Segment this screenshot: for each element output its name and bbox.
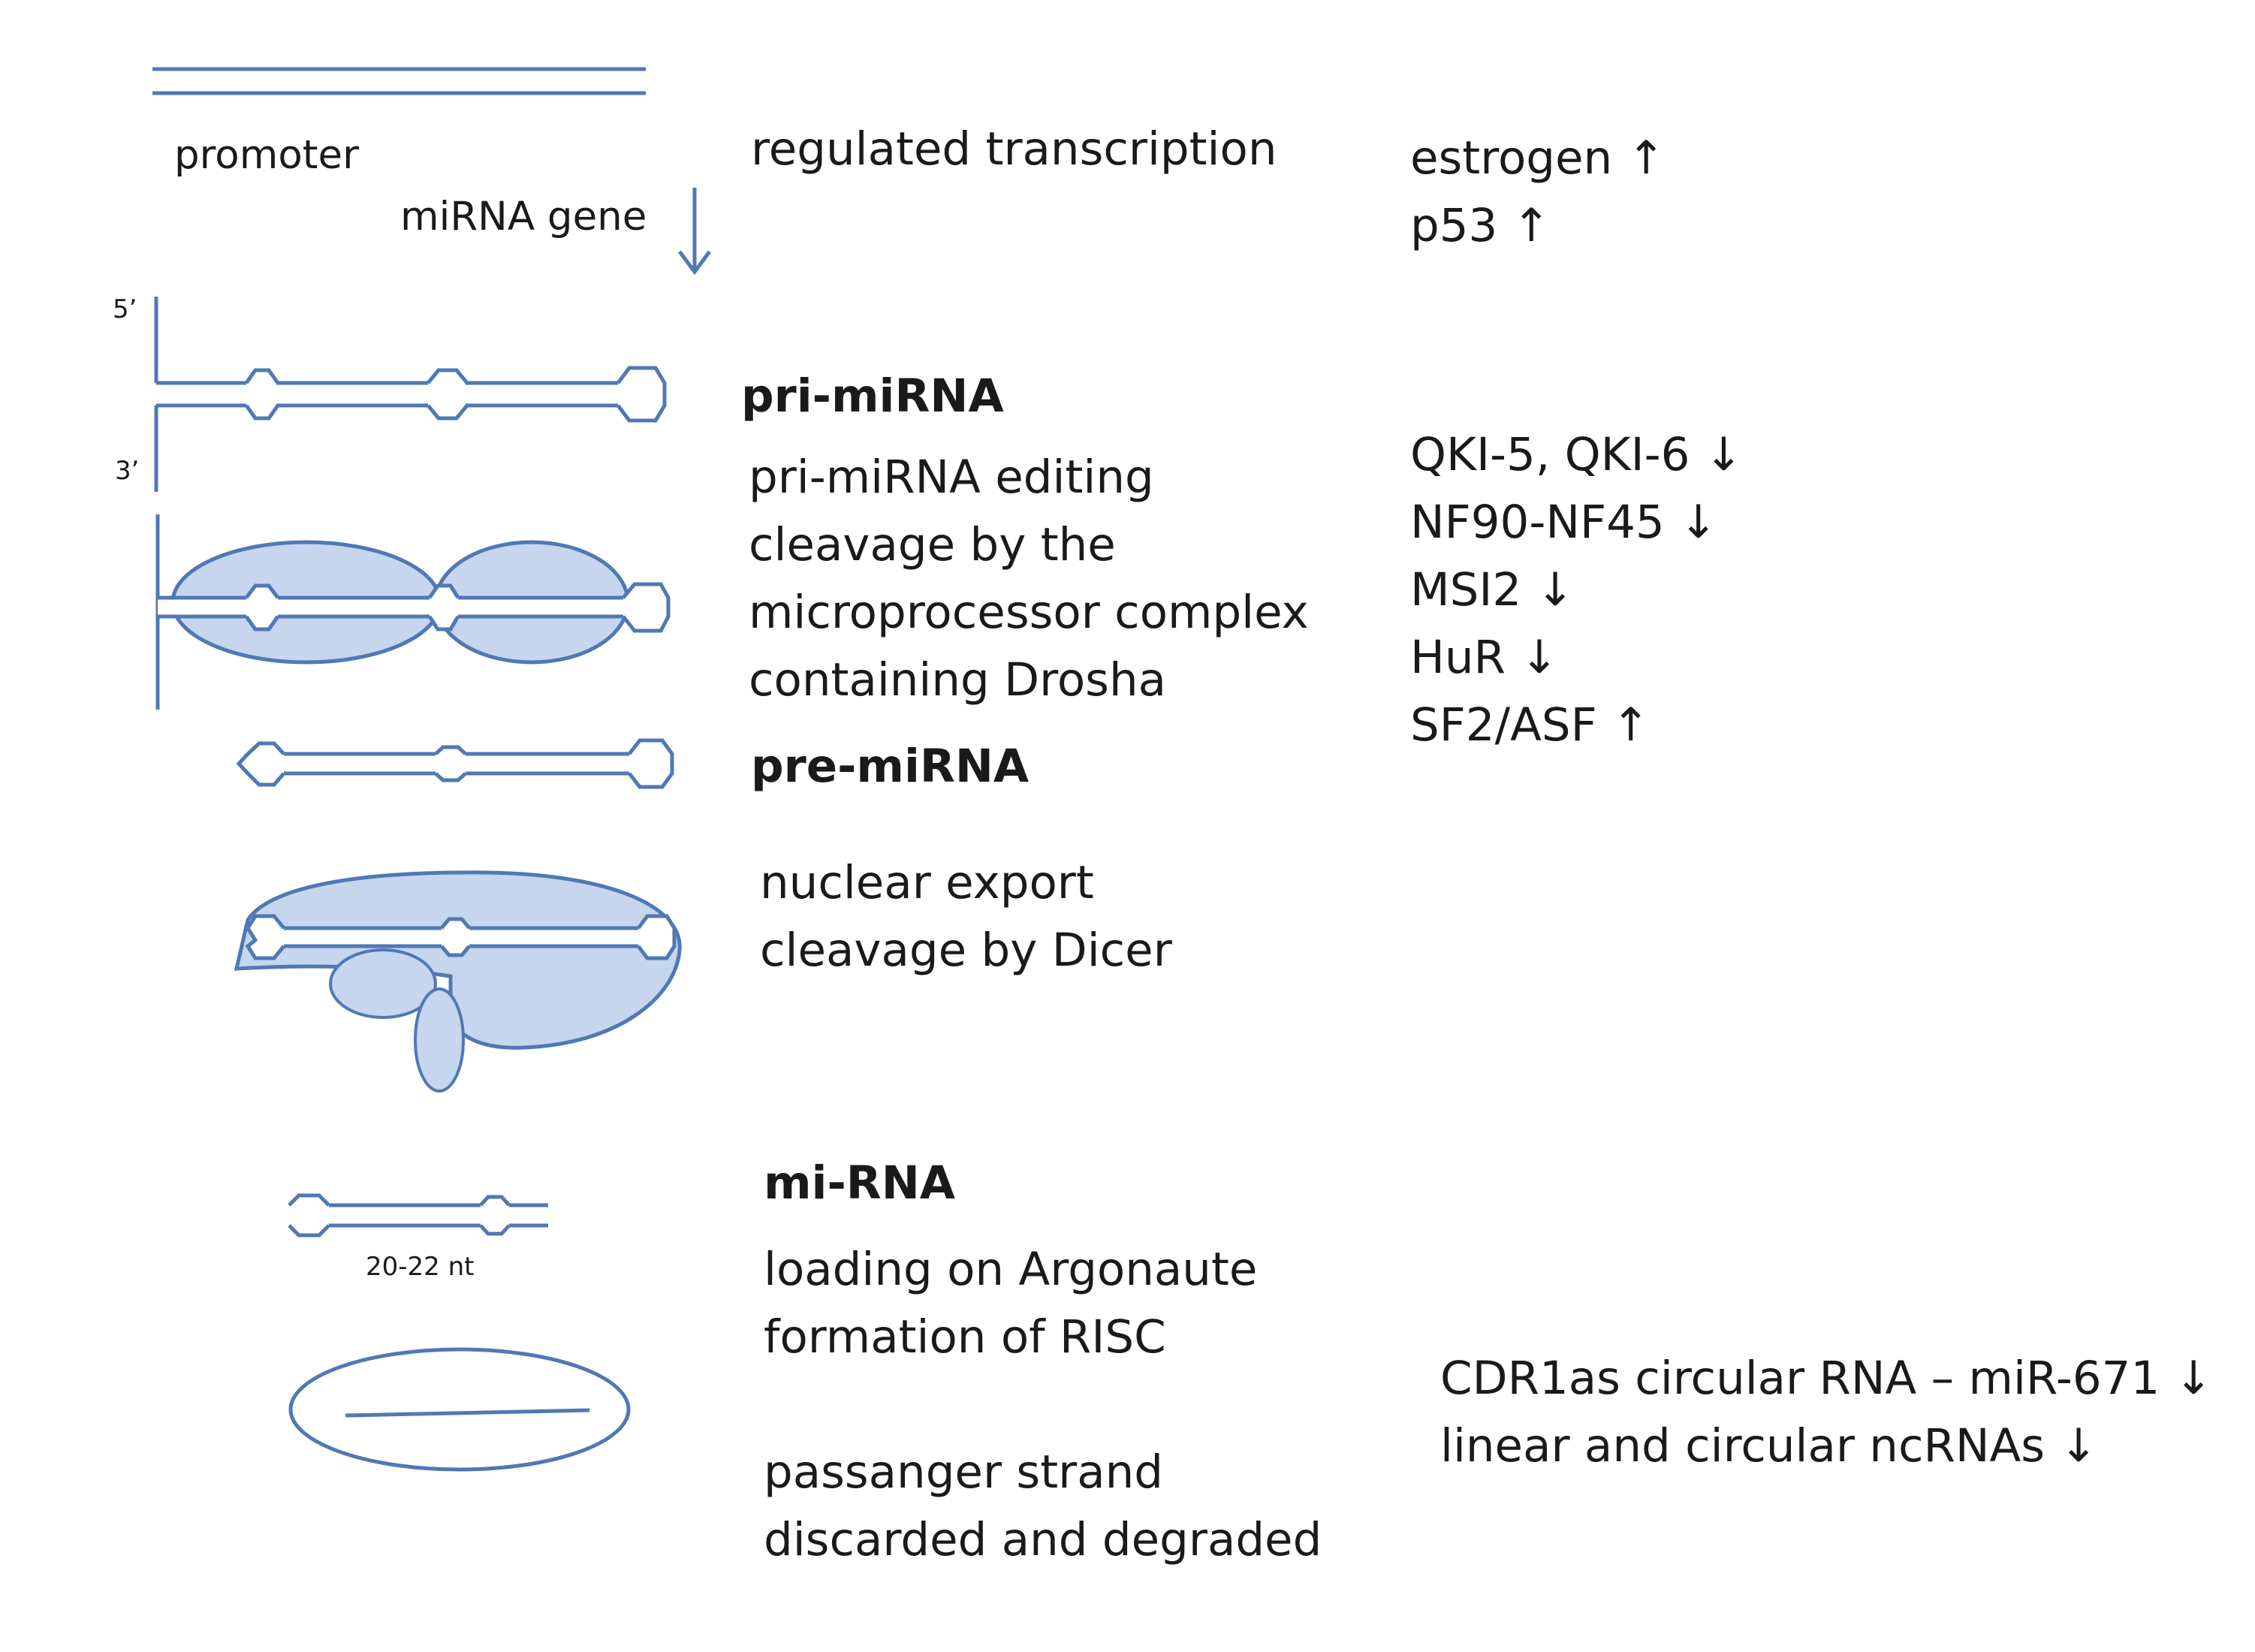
step-passenger-line1: passanger strand xyxy=(764,1446,1163,1499)
down-arrow-icon: ↓ xyxy=(1520,631,1559,684)
regulator-name: CDR1as circular RNA – miR-671 xyxy=(1440,1352,2160,1405)
mi-rna-title: mi-RNA xyxy=(764,1156,956,1210)
regulator-sf2-asf: SF2/ASF ↑ xyxy=(1410,702,1650,748)
down-arrow-icon: ↓ xyxy=(1704,428,1743,481)
pre-mirna-hairpin xyxy=(236,738,674,789)
step-cleavage-line3: containing Drosha xyxy=(749,653,1166,707)
regulator-name: MSI2 xyxy=(1410,563,1522,616)
mirna-gene-label: miRNA gene xyxy=(400,194,647,240)
transcription-arrow xyxy=(677,188,712,276)
down-arrow-icon: ↓ xyxy=(1679,496,1718,549)
regulator-ncrnas: linear and circular ncRNAs ↓ xyxy=(1440,1423,2098,1469)
dicer-complex xyxy=(234,870,682,1093)
three-prime-label: 3’ xyxy=(115,456,140,486)
pre-mirna-title: pre-miRNA xyxy=(751,740,1030,793)
regulator-name: p53 xyxy=(1410,199,1498,252)
regulator-name: linear and circular ncRNAs xyxy=(1440,1419,2045,1473)
nt-length-label: 20-22 nt xyxy=(366,1252,475,1282)
gene-dna-lines xyxy=(152,67,646,95)
regulator-qki: QKI-5, QKI-6 ↓ xyxy=(1410,432,1743,478)
step-argonaute-loading: loading on Argonaute xyxy=(764,1243,1258,1296)
regulator-hur: HuR ↓ xyxy=(1410,635,1558,680)
down-arrow-icon: ↓ xyxy=(2174,1352,2213,1405)
step-dicer-cleavage: cleavage by Dicer xyxy=(760,924,1172,977)
regulator-name: QKI-5, QKI-6 xyxy=(1410,428,1690,481)
down-arrow-icon: ↓ xyxy=(2059,1419,2098,1473)
step-cleavage-line2: microprocessor complex xyxy=(749,586,1309,639)
dicer-bound-hairpin xyxy=(245,914,677,960)
drosha-bound-hairpin xyxy=(155,514,671,710)
regulator-estrogen: estrogen ↑ xyxy=(1410,135,1666,181)
regulator-name: NF90-NF45 xyxy=(1410,496,1665,549)
up-arrow-icon: ↑ xyxy=(1611,698,1651,752)
up-arrow-icon: ↑ xyxy=(1626,131,1666,185)
step-nuclear-export: nuclear export xyxy=(760,856,1094,909)
pri-mirna-hairpin xyxy=(154,297,667,492)
regulator-name: HuR xyxy=(1410,631,1506,684)
step-passenger-line2: discarded and degraded xyxy=(764,1513,1322,1566)
regulator-msi2: MSI2 ↓ xyxy=(1410,567,1575,613)
five-prime-label: 5’ xyxy=(113,294,137,324)
regulator-name: estrogen xyxy=(1410,131,1613,185)
step-pri-editing: pri-miRNA editing xyxy=(749,451,1154,504)
step-transcription: regulated transcription xyxy=(751,122,1277,176)
regulator-cdr1as: CDR1as circular RNA – miR-671 ↓ xyxy=(1440,1355,2213,1401)
down-arrow-icon: ↓ xyxy=(1536,563,1575,616)
regulator-nf90-nf45: NF90-NF45 ↓ xyxy=(1410,499,1717,545)
promoter-label: promoter xyxy=(174,132,359,178)
regulator-name: SF2/ASF xyxy=(1410,698,1597,752)
risc-argonaute xyxy=(288,1347,631,1472)
step-risc-formation: formation of RISC xyxy=(764,1310,1166,1364)
pri-mirna-title: pri-miRNA xyxy=(741,369,1004,423)
mature-mirna-duplex xyxy=(288,1193,548,1237)
up-arrow-icon: ↑ xyxy=(1512,199,1551,252)
step-cleavage-line1: cleavage by the xyxy=(749,518,1116,571)
regulator-p53: p53 ↑ xyxy=(1410,203,1551,249)
